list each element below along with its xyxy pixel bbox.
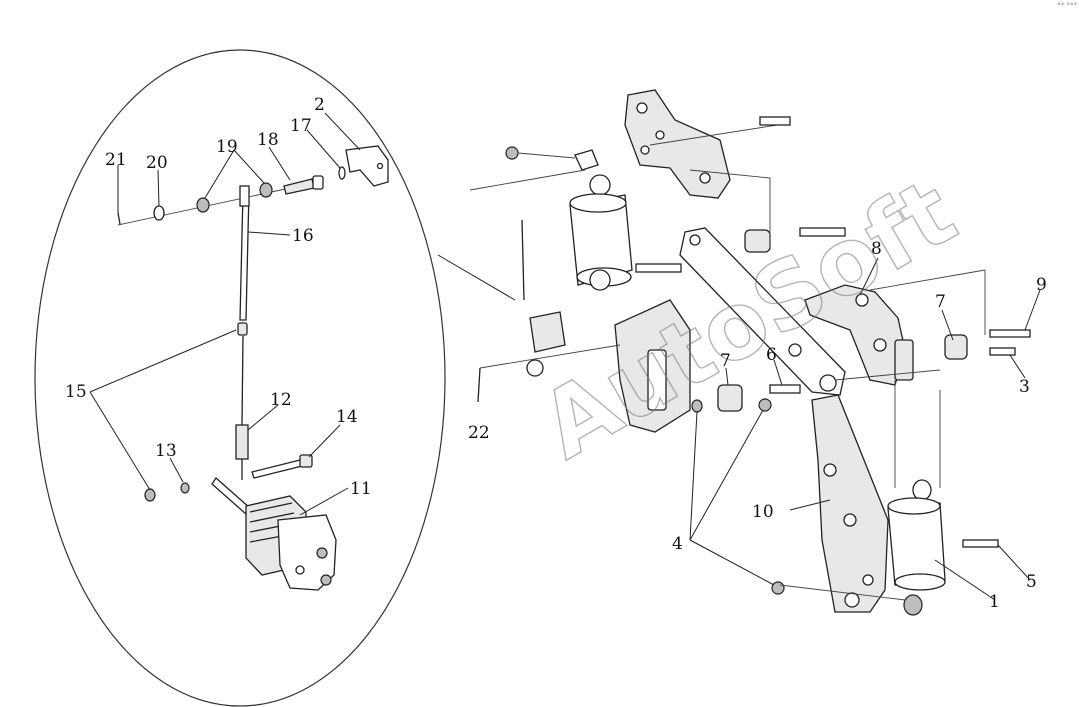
lower-arm bbox=[211, 477, 251, 515]
lower-spring-top bbox=[912, 479, 932, 501]
callout-9: 9 bbox=[1036, 275, 1047, 295]
part-9-bolt bbox=[989, 329, 1031, 338]
part-14-shaft bbox=[251, 459, 303, 479]
callout-7a: 7 bbox=[720, 351, 731, 371]
callout-10: 10 bbox=[752, 502, 774, 522]
part-15-nut bbox=[144, 488, 156, 502]
callout-14: 14 bbox=[336, 407, 358, 427]
part-4-nut-c bbox=[771, 581, 785, 595]
part-3-bolt bbox=[989, 347, 1016, 356]
main-valve bbox=[529, 311, 566, 353]
part-14-bolt bbox=[299, 454, 313, 468]
part-19-bushing-a bbox=[196, 197, 210, 213]
detail-assembly bbox=[89, 112, 389, 591]
main-assembly bbox=[469, 89, 1041, 616]
callout-22: 22 bbox=[468, 423, 490, 443]
part-21-pin bbox=[117, 212, 121, 225]
callout-19: 19 bbox=[216, 137, 238, 157]
part-12-sleeve bbox=[235, 424, 249, 460]
part-4-nut-b bbox=[758, 398, 772, 412]
part-20-washer bbox=[153, 205, 165, 221]
part-7-bushing-right bbox=[944, 334, 968, 360]
callout-16: 16 bbox=[292, 226, 314, 246]
detail-ellipse bbox=[34, 49, 446, 707]
callout-21: 21 bbox=[105, 150, 127, 170]
callout-6: 6 bbox=[766, 345, 777, 365]
callout-20: 20 bbox=[146, 153, 168, 173]
part-1-air-spring bbox=[887, 502, 946, 586]
part-22-pin bbox=[477, 367, 481, 403]
part-6-bolt bbox=[769, 384, 801, 394]
upper-nut bbox=[505, 146, 519, 160]
part-7-bushing-left bbox=[717, 384, 743, 412]
part-10-lower-arm bbox=[811, 394, 889, 613]
callout-3: 3 bbox=[1019, 377, 1030, 397]
callout-2: 2 bbox=[314, 95, 325, 115]
callout-15: 15 bbox=[65, 382, 87, 402]
callout-13: 13 bbox=[155, 441, 177, 461]
main-beam bbox=[679, 227, 846, 396]
callout-17: 17 bbox=[290, 116, 312, 136]
upper-bolt bbox=[759, 116, 791, 126]
part-13-washer bbox=[180, 482, 190, 494]
callout-4: 4 bbox=[672, 534, 683, 554]
callout-1: 1 bbox=[989, 592, 1000, 612]
callout-labels: 1 2 3 4 5 6 7 7 8 9 10 11 12 13 14 15 16… bbox=[65, 95, 1047, 612]
corner-mark: °° °°° bbox=[1057, 2, 1077, 10]
callout-11: 11 bbox=[350, 479, 372, 499]
callout-8: 8 bbox=[871, 239, 882, 259]
callout-5: 5 bbox=[1026, 572, 1037, 592]
callout-12: 12 bbox=[270, 390, 292, 410]
part-18-bolt bbox=[283, 178, 315, 195]
callout-18: 18 bbox=[257, 130, 279, 150]
part-19-bushing-b bbox=[259, 182, 273, 198]
part-16-rod bbox=[239, 189, 250, 321]
part-17-washer bbox=[338, 166, 346, 180]
part-18-bolt-head bbox=[312, 175, 324, 190]
bolt-top bbox=[799, 227, 846, 237]
part-15-balljoint-upper bbox=[237, 322, 248, 336]
part-11-leveling-valve bbox=[245, 495, 337, 591]
bolt-mid bbox=[635, 263, 682, 273]
part-5-bolt bbox=[962, 539, 999, 548]
upper-clamp bbox=[574, 149, 599, 171]
part-2-bracket bbox=[345, 145, 389, 187]
upper-spring-top bbox=[589, 174, 611, 196]
callout-7b: 7 bbox=[935, 292, 946, 312]
part-16-lever bbox=[239, 185, 250, 207]
